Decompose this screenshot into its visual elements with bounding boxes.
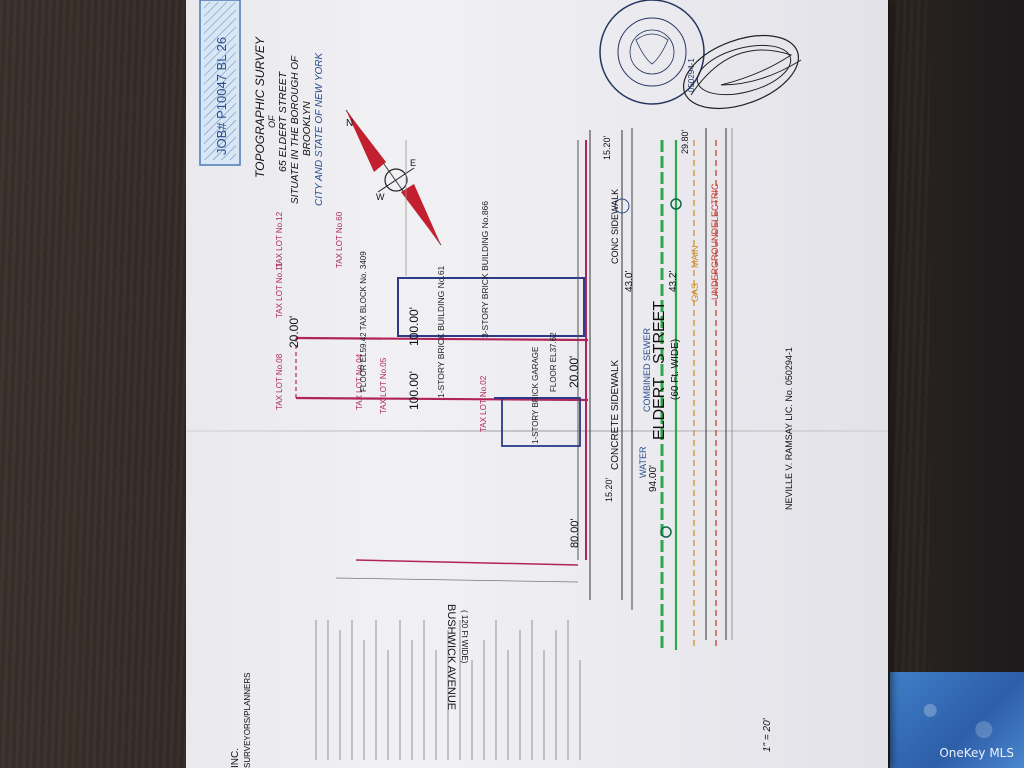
tax-lot-04: TAX LOT No.04 [355,353,364,410]
building-866: 3-STORY BRICK BUILDING No.866 [480,201,490,338]
notes-text-lines [315,620,581,760]
tax-lot-08: TAX LOT No.08 [275,353,284,410]
water-label: WATER [638,446,648,478]
survey-paper: JOB# P10047 BL 26 TOPOGRAPHIC SURVEY OF … [186,0,888,768]
concrete-sidewalk: CONCRETE SIDEWALK [610,359,621,470]
dim-80: 80.00' [569,518,581,548]
survey-situate: SITUATE IN THE BOROUGH OF [290,55,301,204]
street-eldert: ELDERT [651,377,668,440]
signature [682,34,802,110]
compass-w: W [376,192,385,202]
survey-street: 65 ELDERT STREET [277,70,289,172]
survey-drawing: JOB# P10047 BL 26 TOPOGRAPHIC SURVEY OF … [199,0,802,768]
tax-lot-12: TAX LOT No.12 [275,211,284,268]
dim-100-b: 100.00' [407,371,421,410]
notes-inc: INC. [230,748,241,768]
right-dark-surface [930,0,1024,768]
dim-43b: 43.2' [668,271,679,292]
survey-city-state: CITY AND STATE OF NEW YORK [314,52,325,206]
surveyor-seal: 050294-1 [599,0,705,105]
compass-e: E [410,158,416,168]
dim-43: 43.0' [624,271,635,292]
street-width: (60 Ft. WIDE) [670,339,681,400]
conc-sidewalk: CONC SIDEWALK [610,189,620,264]
tax-lot-02: TAX LOT No.02 [479,375,488,432]
notes-planners: SURVEYORS/PLANNERS [243,673,252,768]
tax-lot-05: TAX LOT No.05 [379,357,388,414]
survey-borough: BROOKLYN [302,101,313,156]
north-arrow: N E W [345,109,442,246]
paper-fold [186,430,888,432]
dim-29-80: 29.80' [680,129,690,154]
blue-cloth [890,672,1024,768]
dim-15-20b: 15.20' [602,135,612,160]
survey-of: OF [267,115,277,128]
building-61: 1-STORY BRICK BUILDING No.61 [436,265,446,398]
dim-20-bottom: 20.00' [567,356,581,388]
watermark: OneKey MLS [939,746,1014,760]
survey-title: TOPOGRAPHIC SURVEY [253,36,267,178]
floor-el: FLOOR EL37.62 [549,332,558,392]
combined-sewer-label: COMBINED SEWER [642,327,652,412]
dim-94: 94.00' [648,465,659,492]
dim-15-20: 15.20' [604,477,614,502]
gas-label: GAS [690,283,700,302]
bushwick-avenue: BUSHWICK AVENUE [445,604,457,710]
underground-label: UNDERGROUND [710,227,720,300]
tax-lot-11: TAX LOT No.11 [275,262,284,318]
title-block: JOB# P10047 BL 26 TOPOGRAPHIC SURVEY OF … [199,0,325,206]
tax-lot-60: TAX LOT No.60 [335,211,344,268]
street-street: STREET [651,301,668,364]
dim-100-a: 100.00' [407,307,421,346]
bushwick-width: ( 120 Ft WIDE) [460,610,469,664]
survey-labels: TAX LOT No.11 TAX LOT No.12 TAX LOT No.0… [230,129,794,768]
main-label: MAIN [690,246,700,269]
job-number: JOB# P10047 BL 26 [214,37,229,155]
dim-20-top: 20.00' [287,316,301,348]
seal-number: 050294-1 [687,58,696,92]
surveyor-license: NEVILLE V. RAMSAY LIC. No. 050294-1 [784,347,794,510]
garage: 1-STORY BRICK GARAGE [531,347,540,444]
property-lines [295,128,733,650]
compass-n: N [346,118,353,129]
floor-tax-block: FLOOR EL59.42 TAX BLOCK No. 3409 [359,251,368,392]
electric-label: ELECTRIC [710,183,720,228]
scale-label: 1" = 20' [762,717,773,752]
